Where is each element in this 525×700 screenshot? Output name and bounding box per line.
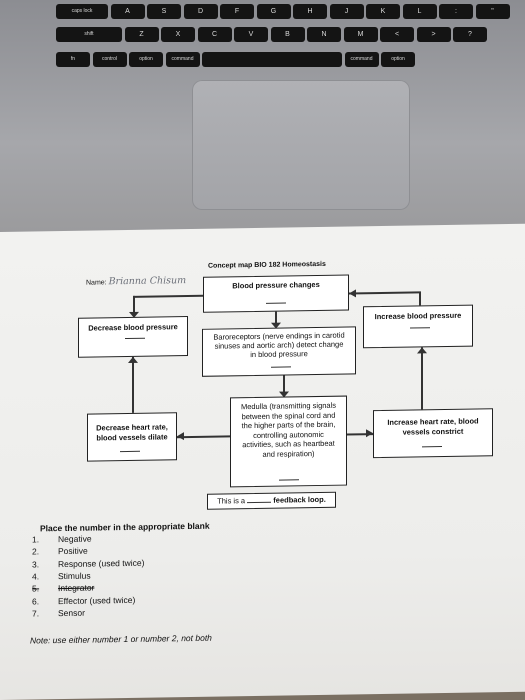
box-decrease-blood-pressure: Decrease blood pressure: [78, 316, 188, 358]
list-item-number: 4.: [32, 571, 40, 582]
box-baroreceptors: Baroreceptors (nerve endings in carotid …: [202, 326, 356, 377]
connector-top-right-h: [349, 291, 419, 295]
list-item-number: 3.: [32, 558, 40, 570]
blank-right-bottom: [422, 446, 442, 448]
list-item: 4. Stimulus: [32, 570, 91, 581]
name-row: Name: Brianna Chisum: [86, 275, 186, 288]
key-c[interactable]: C: [197, 27, 232, 42]
loop-text-b: feedback loop.: [273, 494, 326, 505]
instructions-heading: Place the number in the appropriate blan…: [40, 520, 210, 534]
handwritten-name: Brianna Chisum: [108, 275, 187, 288]
key-command[interactable]: command: [165, 52, 200, 67]
box-medulla: Medulla (transmitting signals between th…: [230, 395, 347, 488]
key-a[interactable]: A: [110, 4, 145, 19]
blank-stimulus: [266, 302, 286, 304]
list-item: 6. Effector (used twice): [32, 594, 135, 606]
worksheet-title: Concept map BIO 182 Homeostasis: [208, 260, 326, 270]
box-increase-blood-pressure: Increase blood pressure: [363, 304, 473, 349]
arrow-right-to-increase: [366, 429, 373, 438]
box-right-top-label: Increase blood pressure: [374, 310, 462, 322]
note-text: Note: use either number 1 or number 2, n…: [30, 632, 212, 646]
list-item-number: 1.: [32, 534, 40, 545]
key-symbol[interactable]: :: [439, 4, 473, 19]
list-item: 3. Response (used twice): [32, 557, 144, 569]
list-item: 2. Positive: [32, 546, 88, 557]
arrow-left-into-top: [349, 289, 356, 298]
connector-medulla-left: [177, 435, 230, 438]
list-item-label: Negative: [58, 533, 92, 545]
blank-left-bottom: [120, 450, 140, 453]
box-increase-heart-rate: Increase heart rate, blood vessels const…: [373, 408, 493, 459]
key-h[interactable]: H: [293, 4, 327, 19]
key-b[interactable]: B: [270, 27, 305, 42]
key-d[interactable]: D: [183, 4, 218, 19]
key-fn[interactable]: fn: [56, 52, 90, 67]
key-option[interactable]: option: [129, 52, 163, 67]
list-item-label: Effector (used twice): [58, 594, 136, 606]
key-symbol[interactable]: <: [380, 27, 414, 42]
arrow-left-to-decrease: [177, 432, 184, 441]
list-item-number: 7.: [32, 608, 40, 619]
key-capslock[interactable]: caps lock: [56, 4, 108, 19]
trackpad[interactable]: [192, 80, 410, 210]
arrow-down-medulla: [279, 391, 289, 398]
worksheet-paper: Name: Brianna Chisum Concept map BIO 182…: [0, 223, 525, 700]
list-item-number: 5.: [32, 583, 40, 594]
key-v[interactable]: V: [234, 27, 268, 42]
connector-right-up: [421, 347, 423, 410]
box-top-label: Blood pressure changes: [232, 279, 320, 291]
list-item: 1. Negative: [32, 534, 92, 545]
connector-top-right-v: [419, 291, 421, 306]
box-right-bottom-label: Increase heart rate, blood vessels const…: [387, 416, 479, 437]
list-item-label: Stimulus: [58, 570, 91, 581]
connector-top-left-h: [133, 294, 203, 298]
key-l[interactable]: L: [402, 4, 437, 19]
key-symbol[interactable]: ": [475, 4, 510, 19]
name-label: Name:: [86, 279, 107, 287]
box-center-bottom-label: Medulla (transmitting signals between th…: [240, 400, 337, 459]
key-j[interactable]: J: [329, 4, 364, 19]
arrow-down-left: [129, 311, 139, 318]
key-space[interactable]: [202, 52, 342, 67]
box-left-top-label: Decrease blood pressure: [88, 322, 178, 333]
key-symbol[interactable]: ?: [453, 27, 487, 42]
box-left-bottom-label: Decrease heart rate, blood vessels dilat…: [96, 422, 168, 443]
list-item-label: Positive: [58, 545, 88, 557]
key-shift[interactable]: shift: [56, 27, 122, 42]
key-symbol[interactable]: >: [416, 27, 451, 42]
blank-feedback-type: [247, 494, 272, 504]
blank-left-top: [125, 337, 145, 340]
box-blood-pressure-changes: Blood pressure changes: [203, 274, 349, 313]
key-command[interactable]: command: [344, 52, 379, 67]
list-item-label: Integrator: [58, 582, 95, 594]
key-n[interactable]: N: [307, 27, 341, 42]
key-option[interactable]: option: [381, 52, 415, 67]
box-decrease-heart-rate: Decrease heart rate, blood vessels dilat…: [87, 412, 177, 462]
arrow-down-baro: [271, 322, 281, 329]
key-z[interactable]: Z: [124, 27, 159, 42]
loop-text-a: This is a: [217, 496, 246, 506]
key-x[interactable]: X: [161, 27, 195, 42]
list-item-label: Response (used twice): [58, 557, 145, 569]
list-item-number: 2.: [32, 546, 40, 557]
blank-sensor: [271, 366, 291, 368]
key-k[interactable]: K: [366, 4, 400, 19]
key-m[interactable]: M: [343, 27, 378, 42]
blank-right-top: [410, 327, 430, 329]
connector-left-up: [132, 356, 134, 413]
box-feedback-loop: This is a feedback loop.: [207, 491, 336, 510]
blank-integrator: [279, 479, 299, 481]
key-control[interactable]: control: [92, 52, 127, 67]
key-g[interactable]: G: [256, 4, 291, 19]
key-f[interactable]: F: [220, 4, 254, 19]
arrow-up-right: [417, 347, 427, 354]
box-center-top-label: Baroreceptors (nerve endings in carotid …: [213, 330, 345, 360]
arrow-up-left: [128, 356, 138, 363]
key-s[interactable]: S: [147, 4, 181, 19]
list-item-number: 6.: [32, 595, 40, 606]
list-item: 7. Sensor: [32, 607, 85, 618]
list-item: 5. Integrator: [32, 583, 94, 594]
list-item-label: Sensor: [58, 607, 85, 618]
